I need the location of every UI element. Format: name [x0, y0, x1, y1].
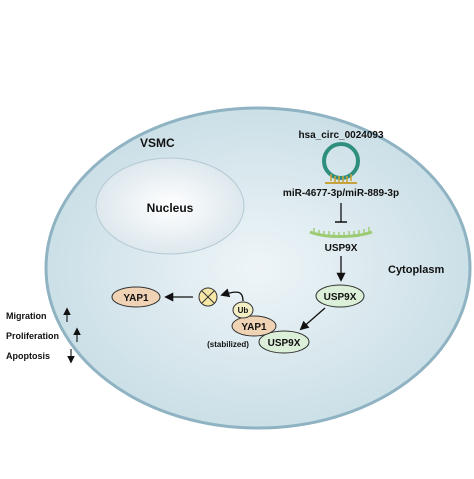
blocked-cross-2 — [201, 290, 215, 304]
phenotype-apoptosis: Apoptosis — [6, 351, 50, 361]
cell-label: VSMC — [140, 136, 175, 150]
usp9x-protein-label: USP9X — [324, 292, 357, 303]
stabilized-label: (stabilized) — [207, 340, 249, 349]
usp9x-mrna-label: USP9X — [325, 243, 358, 254]
mrna-bases — [313, 227, 370, 238]
binding-arrow — [299, 307, 326, 331]
usp9x-complex-label: USP9X — [268, 338, 301, 349]
phenotype-proliferation: Proliferation — [6, 331, 59, 341]
mirna-label: miR-4677-3p/miR-889-3p — [283, 188, 399, 199]
degradation-arrow — [220, 288, 244, 302]
yap1-complex — [231, 315, 277, 337]
yap1-free-label: YAP1 — [123, 293, 149, 304]
nucleus — [95, 157, 245, 255]
circrna-label: hsa_circ_0024093 — [298, 130, 384, 141]
cytoplasm-label: Cytoplasm — [388, 264, 444, 276]
usp9x-protein — [315, 284, 365, 308]
yap1-complex-label: YAP1 — [241, 322, 267, 333]
circrna-ring — [322, 142, 360, 180]
ubiquitin — [232, 301, 254, 319]
phenotype-list: Migration Proliferation Apoptosis — [6, 307, 81, 364]
nucleus-label: Nucleus — [147, 201, 194, 215]
phenotype-migration: Migration — [6, 311, 47, 321]
yap1-free — [111, 286, 161, 308]
usp9x-complex — [258, 330, 310, 354]
mirna-binding-strands — [330, 174, 352, 183]
ubiquitin-label: Ub — [238, 306, 249, 315]
